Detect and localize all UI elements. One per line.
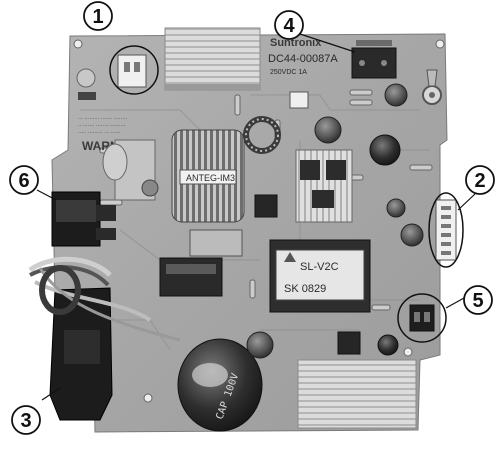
callout-badge-6: 6: [9, 165, 39, 195]
relay-block: [159, 229, 243, 297]
svg-text:4: 4: [283, 15, 295, 37]
mounting-holes: [73, 39, 445, 403]
inductor-coil: [243, 116, 281, 154]
common-mode-choke: ANTEG-IM3: [171, 129, 245, 223]
main-transformer: SL-V2C SK 0829: [269, 239, 371, 313]
callout-line-4: [299, 33, 356, 53]
part-number-text: DC44-00087A: [268, 53, 338, 65]
top-heatsink: [164, 27, 261, 91]
power-transistor: [254, 194, 278, 218]
capacitor-c4: [386, 198, 406, 218]
connector-right: [435, 199, 457, 261]
capacitor-c1: [384, 83, 408, 107]
callout-circle-2: [428, 192, 464, 268]
brand-text: Suntronix: [270, 37, 322, 49]
connector-top-left: [117, 54, 147, 88]
ring-terminal: [422, 69, 442, 105]
capacitor-c7: [246, 331, 274, 359]
rocker-switch: [51, 191, 116, 247]
callout-line-5: [445, 297, 465, 309]
svg-text:·· ······· ········ ·········: ·· ······· ········ ·········: [78, 123, 126, 129]
callout-line-2: [457, 193, 476, 211]
capacitor-c5: [400, 223, 424, 247]
capacitor-c6: [377, 334, 399, 356]
capacitor-c2: [314, 116, 342, 144]
rating-text: 250VDC 1A: [270, 69, 307, 76]
bottom-heatsink: [297, 359, 417, 429]
svg-text:6: 6: [18, 170, 29, 192]
bulk-capacitor: CAP 100V: [177, 338, 263, 432]
transformer-label: SL-V2C: [300, 261, 339, 273]
callout-badge-3: 3: [11, 405, 41, 435]
svg-text:··· ········· ······· ········: ··· ········· ······· ········: [78, 116, 127, 122]
top-left-parts: [76, 68, 96, 100]
callout-line-3: [41, 387, 61, 401]
capacitor-c3: [369, 134, 401, 166]
toroid-label: ANTEG-IM3: [186, 173, 235, 183]
transformer-code: SK 0829: [284, 283, 326, 295]
callout-circle-1: [109, 45, 159, 95]
svg-text:5: 5: [472, 290, 483, 312]
regulator-ic: [337, 331, 361, 355]
callout-circle-5: [397, 293, 447, 343]
svg-text:3: 3: [20, 410, 31, 432]
callout-badge-4: 4: [274, 10, 304, 40]
varistor: [102, 143, 128, 181]
svg-text:1: 1: [92, 6, 103, 28]
svg-text:····· ········· ··· ······: ····· ········· ··· ······: [78, 130, 121, 136]
connector-bottom-right: [409, 304, 435, 332]
center-heatsink: [295, 149, 353, 223]
callout-badge-2: 2: [465, 165, 495, 195]
svg-text:2: 2: [474, 170, 485, 192]
callout-badge-1: 1: [83, 1, 113, 31]
thermistor: [141, 179, 159, 197]
optocoupler: [289, 91, 309, 109]
callout-line-6: [36, 189, 57, 201]
callout-badge-5: 5: [463, 285, 493, 315]
micro-switch: [351, 40, 397, 79]
